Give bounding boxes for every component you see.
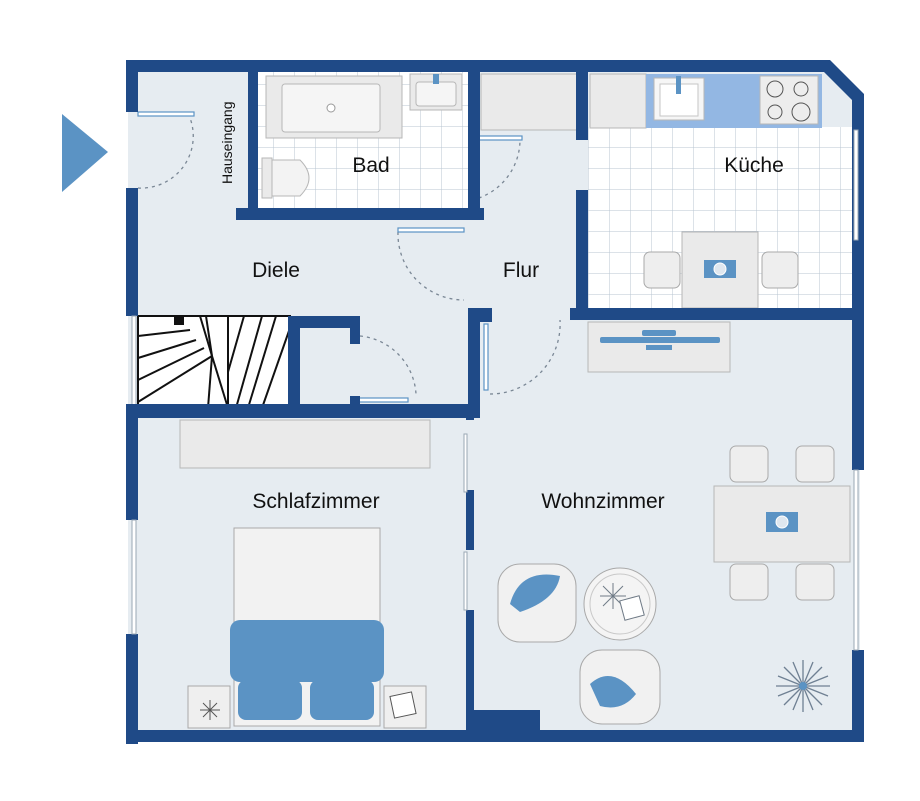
tv [600, 337, 720, 343]
dining-chair-1 [729, 445, 769, 483]
door-swings [137, 117, 561, 395]
bedroom-wardrobe [179, 419, 431, 469]
coffee-table [583, 567, 657, 641]
kitchen-chair-right [761, 251, 799, 289]
staircase-icon [137, 315, 291, 409]
dining-chair-2 [795, 445, 835, 483]
bed-blanket [230, 620, 384, 682]
room-label-bedroom: Schlafzimmer [252, 490, 379, 513]
pillow-right [310, 680, 374, 720]
entrance-arrow-icon [62, 114, 108, 192]
room-label-bath: Bad [352, 154, 389, 177]
room-label-kitchen: Küche [724, 154, 784, 177]
kitchen-counter-left [589, 73, 647, 129]
room-label-living: Wohnzimmer [541, 490, 664, 513]
nightstand-left [187, 685, 231, 729]
dining-chair-4 [795, 563, 835, 601]
furniture [179, 73, 851, 729]
toilet-bowl [271, 159, 310, 197]
wardrobe-corridor [480, 73, 578, 131]
entrance-label: Hauseingang [219, 101, 235, 184]
toilet-tank [261, 157, 273, 199]
pillow-left [238, 680, 302, 720]
kitchen-chair-left [643, 251, 681, 289]
dining-chair-3 [729, 563, 769, 601]
cooktop [759, 75, 819, 125]
room-label-corridor: Flur [503, 259, 539, 282]
room-label-hall: Diele [252, 259, 300, 282]
